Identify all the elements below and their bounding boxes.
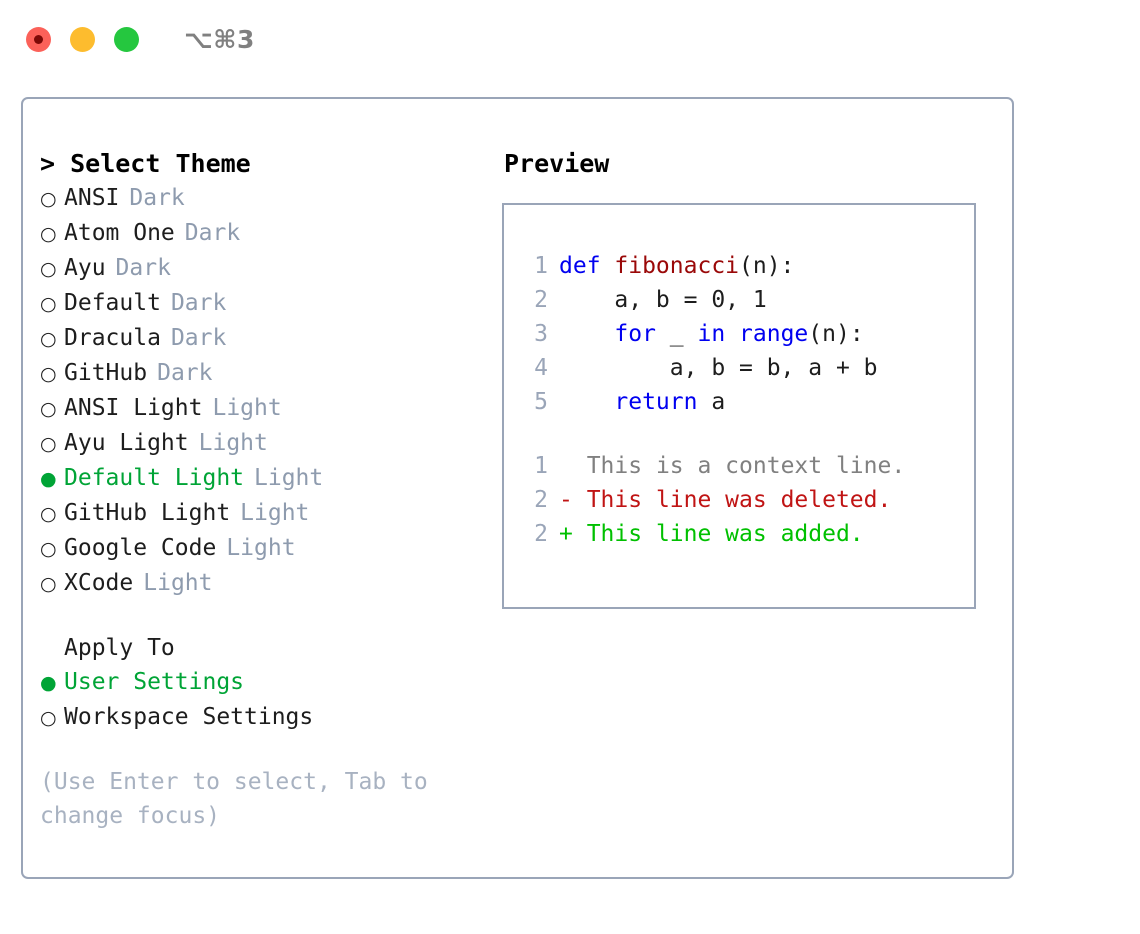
line-number: 1 bbox=[534, 453, 548, 479]
theme-option-label: ANSI Light bbox=[64, 395, 203, 421]
radio-unselected-icon: ○ bbox=[40, 223, 57, 245]
radio-selected-icon: ● bbox=[40, 672, 57, 694]
line-number: 5 bbox=[534, 389, 548, 415]
line-number: 2 bbox=[534, 287, 548, 313]
theme-option-xcode[interactable]: ○ XCode Light bbox=[40, 566, 502, 601]
diff-text: This line was deleted. bbox=[586, 487, 892, 513]
line-number: 3 bbox=[534, 321, 548, 347]
preview-header: Preview bbox=[504, 149, 610, 178]
diff-sample: 1 This is a context line.2- This line wa… bbox=[504, 449, 974, 551]
line-number: 2 bbox=[534, 521, 548, 547]
minimize-button[interactable] bbox=[70, 26, 95, 52]
radio-unselected-icon: ○ bbox=[40, 433, 57, 455]
theme-variant-badge: Dark bbox=[157, 360, 213, 386]
diff-line: 2- This line was deleted. bbox=[504, 483, 974, 517]
apply-to-list[interactable]: ● User Settings ○ Workspace Settings bbox=[40, 665, 502, 735]
select-theme-header: > Select Theme bbox=[40, 149, 251, 178]
apply-to-option-user-settings[interactable]: ● User Settings bbox=[40, 665, 502, 700]
code-text: for _ in range(n): bbox=[614, 321, 864, 347]
code-text: a, b = 0, 1 bbox=[559, 287, 767, 313]
line-number: 2 bbox=[534, 487, 548, 513]
theme-option-label: GitHub Light bbox=[64, 500, 231, 526]
theme-variant-badge: Dark bbox=[170, 290, 227, 316]
theme-option-dracula[interactable]: ○ Dracula Dark bbox=[40, 321, 502, 356]
theme-variant-badge: Dark bbox=[170, 325, 227, 351]
radio-unselected-icon: ○ bbox=[40, 258, 57, 280]
theme-option-ansi[interactable]: ○ ANSI Dark bbox=[40, 181, 502, 216]
theme-variant-badge: Light bbox=[198, 430, 268, 456]
radio-unselected-icon: ○ bbox=[40, 398, 57, 420]
theme-option-label: GitHub bbox=[64, 360, 148, 386]
theme-option-github[interactable]: ○ GitHub Dark bbox=[40, 356, 502, 391]
theme-variant-badge: Dark bbox=[184, 220, 241, 246]
apply-to-option-workspace-settings[interactable]: ○ Workspace Settings bbox=[40, 700, 502, 735]
radio-unselected-icon: ○ bbox=[40, 573, 57, 595]
theme-variant-badge: Light bbox=[226, 535, 296, 561]
code-text: def fibonacci(n): bbox=[559, 253, 795, 279]
theme-option-label: Ayu Light bbox=[64, 430, 189, 456]
theme-variant-badge: Light bbox=[143, 570, 213, 596]
line-number: 1 bbox=[534, 253, 548, 279]
theme-option-default[interactable]: ○ Default Dark bbox=[40, 286, 502, 321]
radio-unselected-icon: ○ bbox=[40, 363, 57, 385]
theme-option-label: Atom One bbox=[64, 220, 175, 246]
keyboard-hint: (Use Enter to select, Tab to change focu… bbox=[40, 769, 442, 829]
line-number: 4 bbox=[534, 355, 548, 381]
theme-option-ayu[interactable]: ○ Ayu Dark bbox=[40, 251, 502, 286]
theme-option-google-code[interactable]: ○ Google Code Light bbox=[40, 531, 502, 566]
window-controls bbox=[26, 26, 139, 52]
title-bar: ⌥⌘3 bbox=[0, 0, 1140, 78]
theme-option-label: ANSI bbox=[64, 185, 120, 211]
diff-marker bbox=[559, 449, 587, 483]
theme-option-label: Dracula bbox=[64, 325, 161, 351]
theme-option-default-light[interactable]: ● Default Light Light bbox=[40, 461, 502, 496]
theme-option-label: Default bbox=[64, 290, 161, 316]
apply-to-option-label: Workspace Settings bbox=[64, 704, 314, 730]
code-line: 4 a, b = b, a + b bbox=[504, 351, 974, 385]
theme-option-github-light[interactable]: ○ GitHub Light Light bbox=[40, 496, 502, 531]
radio-unselected-icon: ○ bbox=[40, 538, 57, 560]
close-button[interactable] bbox=[26, 26, 51, 52]
apply-to-option-label: User Settings bbox=[64, 669, 245, 695]
theme-option-atom-one[interactable]: ○ Atom One Dark bbox=[40, 216, 502, 251]
radio-unselected-icon: ○ bbox=[40, 328, 57, 350]
keyboard-shortcut-label: ⌥⌘3 bbox=[184, 24, 255, 54]
diff-marker: - bbox=[559, 487, 587, 513]
code-line: 5 return a bbox=[504, 385, 974, 419]
theme-option-ansi-light[interactable]: ○ ANSI Light Light bbox=[40, 391, 502, 426]
radio-selected-icon: ● bbox=[40, 468, 57, 490]
radio-unselected-icon: ○ bbox=[40, 707, 57, 729]
radio-unselected-icon: ○ bbox=[40, 188, 57, 210]
diff-line: 1 This is a context line. bbox=[504, 449, 974, 483]
radio-unselected-icon: ○ bbox=[40, 293, 57, 315]
diff-line: 2 + This line was added. bbox=[504, 517, 974, 551]
theme-option-ayu-light[interactable]: ○ Ayu Light Light bbox=[40, 426, 502, 461]
theme-option-label: Ayu bbox=[64, 255, 106, 281]
theme-option-label: Google Code bbox=[64, 535, 217, 561]
code-line: 3 for _ in range(n): bbox=[504, 317, 974, 351]
theme-option-label: XCode bbox=[64, 570, 134, 596]
theme-variant-badge: Dark bbox=[115, 255, 171, 281]
zoom-button[interactable] bbox=[114, 26, 139, 52]
diff-text: This is a context line. bbox=[586, 453, 906, 479]
code-text: return a bbox=[614, 389, 726, 415]
code-line: 1 def fibonacci(n): bbox=[504, 249, 974, 283]
theme-variant-badge: Light bbox=[212, 395, 282, 421]
code-text: a, b = b, a + b bbox=[559, 355, 878, 381]
diff-marker: + bbox=[559, 521, 587, 547]
theme-option-label: Default Light bbox=[64, 465, 245, 491]
radio-unselected-icon: ○ bbox=[40, 503, 57, 525]
code-line: 2 a, b = 0, 1 bbox=[504, 283, 974, 317]
theme-variant-badge: Dark bbox=[129, 185, 185, 211]
theme-variant-badge: Light bbox=[240, 500, 310, 526]
diff-text: This line was added. bbox=[586, 521, 864, 547]
apply-to-header: Apply To bbox=[64, 635, 175, 661]
theme-variant-badge: Light bbox=[254, 465, 324, 491]
